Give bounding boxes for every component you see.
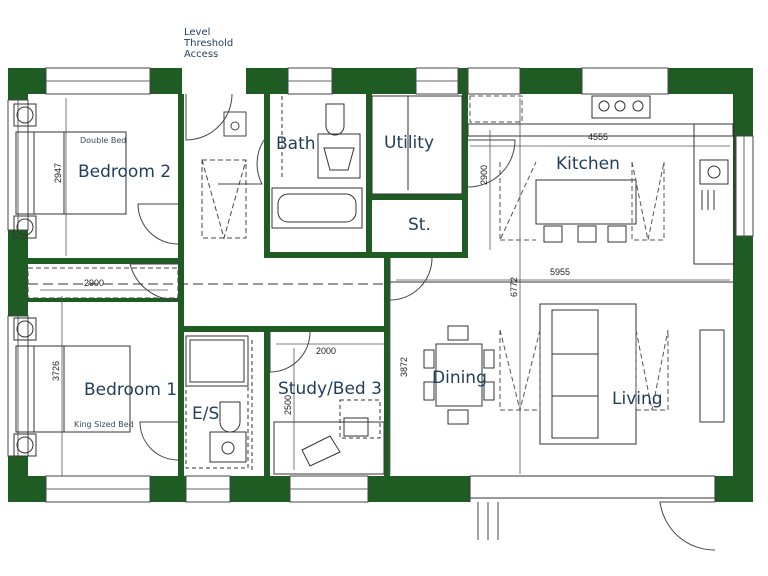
access-note-line-3: Access [184, 49, 219, 60]
outer-walls [8, 68, 753, 502]
room-label-store: St. [408, 215, 431, 235]
dimension-lines [40, 98, 730, 476]
room-label-living: Living [612, 389, 663, 409]
dim-bedroom2-depth: 2947 [53, 162, 64, 184]
interior-walls [28, 94, 468, 476]
kitchen-units [467, 95, 735, 265]
entrance-gap [182, 62, 246, 94]
door-swings [129, 93, 716, 551]
label-king-bed: King Sized Bed [74, 420, 134, 429]
study-desk [273, 399, 385, 475]
room-label-bedroom1: Bedroom 1 [84, 380, 178, 400]
windows [7, 67, 754, 503]
bedroom2-bed [13, 103, 127, 239]
bedroom1-bed [13, 317, 131, 457]
room-label-kitchen: Kitchen [556, 154, 620, 174]
living-sofa [539, 303, 725, 445]
dim-dining-depth: 3872 [399, 356, 410, 378]
access-note-line-1: Level [184, 27, 211, 38]
room-label-utility: Utility [384, 133, 435, 153]
dim-study-width: 2000 [316, 346, 337, 356]
room-label-study: Study/Bed 3 [278, 379, 382, 399]
access-note-line-2: Threshold [184, 38, 234, 49]
dim-overall-depth: 6772 [509, 276, 520, 298]
room-label-ensuite: E/S [192, 404, 220, 424]
dining-table [423, 325, 495, 425]
dim-corridor-width: 2900 [84, 278, 105, 288]
dim-study-depth: 2500 [283, 394, 294, 416]
ensuite-fixtures [185, 335, 253, 470]
room-label-bath: Bath [276, 134, 316, 154]
room-label-bedroom2: Bedroom 2 [78, 162, 172, 182]
label-double-bed: Double Bed [80, 136, 127, 145]
room-label-dining: Dining [432, 368, 487, 388]
dim-living-width: 5955 [550, 267, 571, 277]
level-threshold-access-note: Level Threshold Access [184, 27, 233, 60]
dim-kitchen-width: 4555 [588, 132, 609, 142]
dim-kitchen-depth: 2900 [479, 164, 490, 186]
bath-fixtures [271, 96, 363, 229]
dim-bedroom1-depth: 3726 [51, 360, 62, 382]
